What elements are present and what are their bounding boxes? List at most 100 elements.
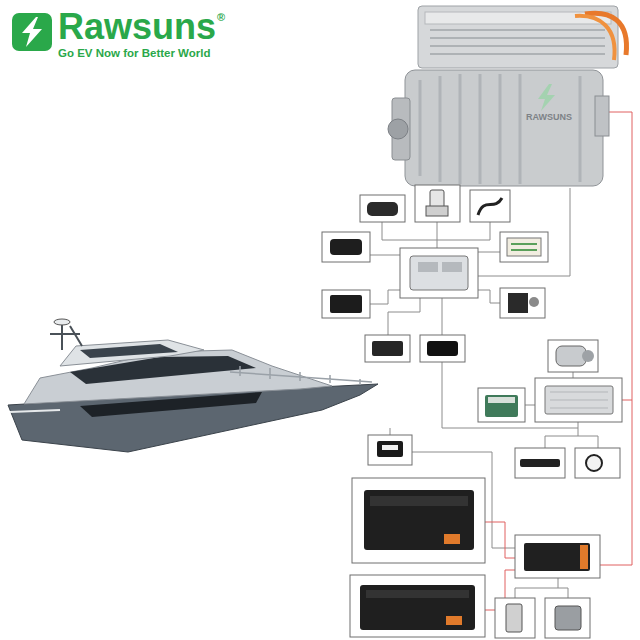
component-icon-part — [330, 239, 362, 255]
signal-wire-part — [478, 290, 500, 303]
motor-illustration-part — [575, 16, 615, 60]
signal-wire-part — [558, 578, 559, 588]
component-icon-part — [580, 545, 588, 569]
component-icon-part — [507, 238, 541, 256]
signal-wire-part — [390, 428, 391, 435]
power-wire-part — [600, 112, 632, 565]
component-box-part — [420, 335, 465, 362]
component-icon-part — [418, 262, 438, 272]
motor-illustration-part — [418, 6, 618, 68]
motor-illustration — [388, 6, 627, 186]
motor-illustration-part — [388, 119, 408, 139]
component-icon-part — [545, 386, 613, 414]
component-box-part — [368, 435, 412, 465]
component-box — [322, 185, 622, 638]
component-icon-part — [556, 346, 586, 366]
component-box-part — [470, 190, 510, 222]
component-icon-part — [430, 190, 444, 208]
brand-tagline: Go EV Now for Better World — [58, 48, 211, 60]
component-box-part — [360, 195, 405, 222]
component-box-part — [500, 232, 548, 262]
power-wire — [485, 112, 632, 610]
component-box-part — [352, 478, 485, 563]
power-wire-part — [485, 522, 515, 558]
component-box-part — [322, 232, 370, 262]
signal-wire-part — [370, 255, 400, 256]
logo-icon — [12, 13, 52, 51]
component-icon-part — [555, 606, 581, 630]
component-icon-part — [360, 585, 475, 630]
signal-wire-part — [437, 222, 438, 248]
signal-wire-part — [388, 298, 420, 335]
signal-wire-part — [515, 588, 568, 598]
component-box-part — [400, 248, 478, 298]
motor-illustration-part — [585, 13, 627, 55]
signal-wire-part — [578, 428, 579, 436]
yacht-illustration-part — [50, 322, 82, 350]
component-box-part — [545, 598, 590, 638]
component-icon-part — [550, 392, 608, 408]
signal-wire-part — [478, 252, 500, 253]
signal-wire-part — [370, 290, 400, 304]
component-icon-part — [582, 350, 594, 362]
component-icon-part — [370, 496, 468, 506]
yacht-illustration-part — [10, 410, 60, 412]
component-icon-part — [586, 455, 602, 471]
component-icon-part — [442, 262, 462, 272]
component-icon-part — [330, 295, 362, 313]
motor-illustration-part — [405, 70, 603, 186]
signal-wire-part — [382, 222, 490, 240]
component-box-part — [495, 598, 535, 638]
component-icon-part — [529, 297, 539, 307]
component-icon-part — [511, 244, 537, 250]
signal-wire-part — [573, 372, 574, 378]
registered-mark: ® — [217, 12, 225, 23]
component-box-part — [575, 448, 620, 478]
component-box-part — [515, 535, 600, 578]
yacht-illustration — [8, 319, 378, 452]
component-icon-part — [377, 441, 403, 457]
component-icon-part — [426, 206, 448, 216]
signal-wire-part — [545, 436, 598, 448]
component-icon-part — [478, 198, 502, 215]
motor-illustration-part — [430, 30, 605, 54]
component-box-part — [350, 575, 485, 637]
component-box-part — [365, 335, 410, 362]
component-icon-part — [367, 202, 398, 216]
component-icon-part — [366, 590, 469, 598]
yacht-illustration-part — [54, 319, 70, 325]
component-icon-part — [410, 256, 468, 290]
motor-illustration-part — [595, 96, 609, 136]
brand-name: Rawsuns — [58, 9, 216, 45]
component-box-part — [535, 378, 622, 422]
yacht-illustration-part — [230, 366, 372, 385]
component-box-part — [478, 388, 525, 422]
component-icon-part — [524, 543, 590, 571]
component-icon — [330, 190, 613, 632]
logo-icon-part — [12, 13, 52, 51]
component-icon-part — [508, 293, 528, 313]
signal-wire-part — [525, 405, 535, 406]
motor-illustration-part — [538, 84, 555, 111]
component-icon-part — [427, 341, 458, 356]
motor-illustration-part — [420, 74, 580, 184]
component-icon-part — [488, 397, 515, 403]
yacht-illustration-part — [80, 344, 178, 358]
motor-illustration-part — [425, 12, 611, 24]
component-icon-part — [520, 459, 560, 467]
component-icon-part — [485, 395, 518, 417]
component-icon-part — [444, 534, 460, 544]
component-icon-part — [382, 445, 398, 450]
component-box-part — [515, 448, 565, 478]
logo-icon-part — [22, 17, 42, 47]
watermark-text: RAWSUNS — [526, 113, 572, 122]
component-icon-part — [446, 616, 462, 625]
component-icon-part — [364, 490, 474, 550]
power-wire-part — [622, 400, 632, 401]
component-box-part — [322, 290, 370, 318]
component-icon-part — [506, 604, 522, 632]
component-box-part — [500, 288, 545, 318]
